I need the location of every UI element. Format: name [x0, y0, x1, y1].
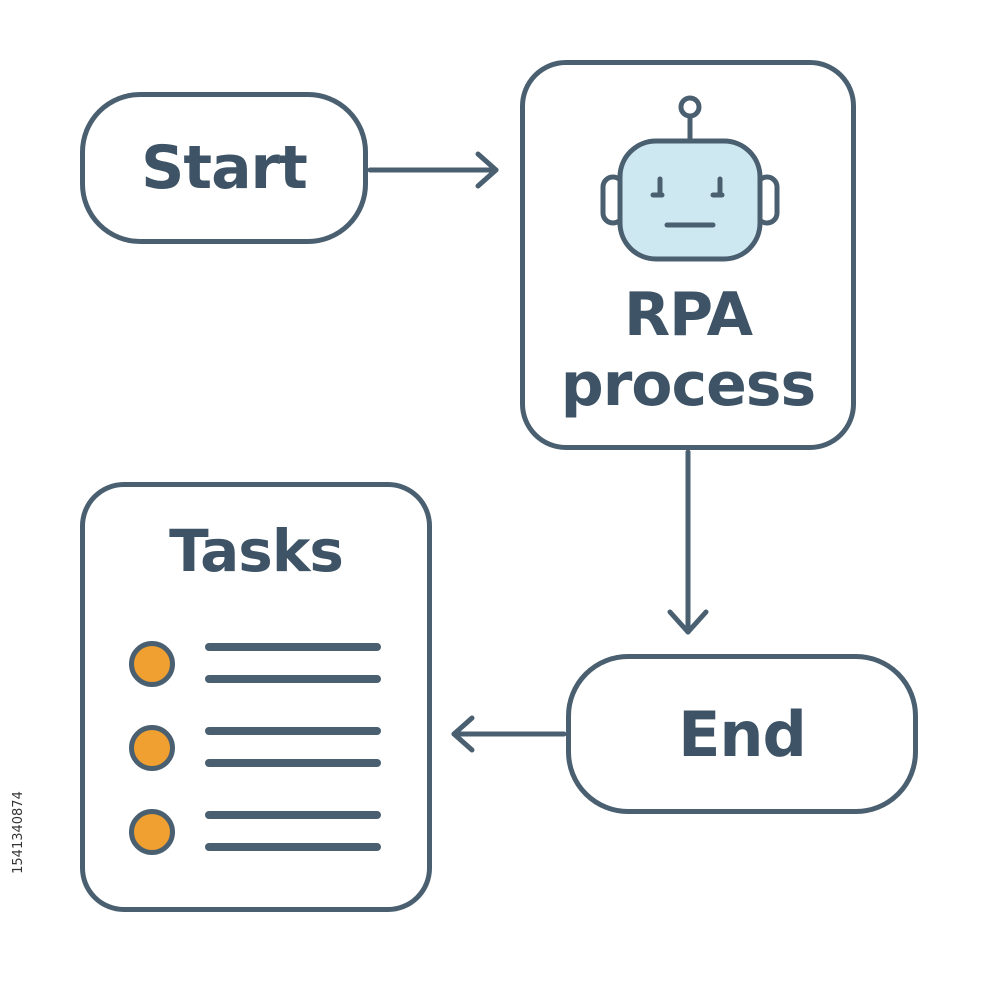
watermark-id: 1541340874: [10, 790, 26, 874]
start-node: Start: [80, 92, 368, 244]
task-line: [205, 675, 381, 683]
arrow-rpa-to-end: [667, 449, 709, 635]
arrow-start-to-rpa: [367, 151, 499, 189]
task-line: [205, 759, 381, 767]
orange-dot-icon: [129, 641, 175, 687]
tasks-title: Tasks: [169, 517, 344, 585]
rpa-process-label: RPA process: [560, 280, 816, 420]
orange-dot-icon: [129, 725, 175, 771]
side-watermark: 1541340874: [6, 752, 30, 912]
task-item: [129, 717, 389, 781]
tasks-node: Tasks: [80, 482, 432, 912]
task-line: [205, 643, 381, 651]
robot-icon: [600, 95, 780, 262]
orange-dot-icon: [129, 809, 175, 855]
rpa-process-node: RPA process: [520, 60, 856, 450]
task-line: [205, 727, 381, 735]
end-label: End: [678, 697, 807, 771]
task-item: [129, 801, 389, 865]
task-item: [129, 633, 389, 697]
task-line: [205, 811, 381, 819]
end-node: End: [566, 654, 918, 814]
start-label: Start: [141, 133, 308, 203]
task-line: [205, 843, 381, 851]
arrow-end-to-tasks: [451, 715, 567, 753]
